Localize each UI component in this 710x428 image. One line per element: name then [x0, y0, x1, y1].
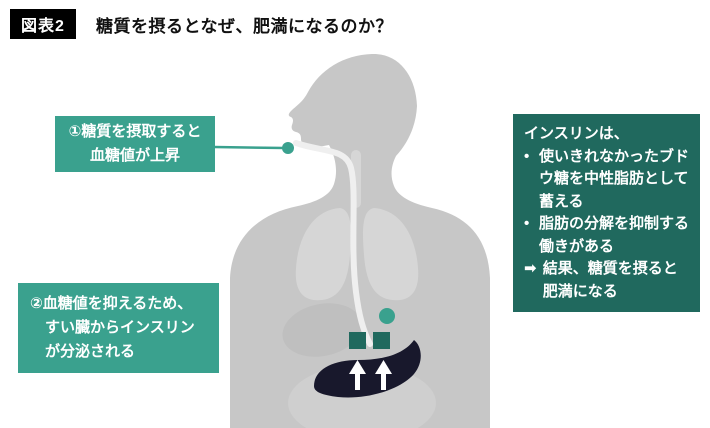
- insulin-box-title: インスリンは、: [524, 125, 629, 142]
- insulin-bullet-2-text: 脂肪の分解を抑制する働きがある: [539, 215, 690, 255]
- callout-step2: ②血糖値を抑えるため、 すい臓からインスリン が分泌される: [18, 283, 219, 373]
- callout-step1: ①糖質を摂取すると 血糖値が上昇: [55, 116, 215, 172]
- callout-step1-line2: 血糖値が上昇: [89, 147, 180, 164]
- insulin-bullet-2: • 脂肪の分解を抑制する働きがある: [524, 213, 689, 258]
- insulin-bullet-1-text: 使いきれなかったブドウ糖を中性脂肪として蓄える: [539, 147, 690, 210]
- esophagus-tube: [293, 140, 373, 347]
- absorption-up-arrows: [349, 360, 392, 390]
- arrow-right-icon: ➡: [524, 260, 537, 277]
- figure-title: 糖質を摂るとなぜ、肥満になるのか？: [96, 17, 393, 36]
- callout1-connector-line: [213, 145, 286, 150]
- insulin-conclusion-text: 結果、糖質を摂ると肥満になる: [542, 260, 678, 300]
- glucose-dot: [379, 308, 395, 324]
- mouth-marker-dot: [282, 142, 294, 154]
- callout-step2-line1: ②血糖値を抑えるため、: [30, 295, 193, 312]
- insulin-info-box: インスリンは、 • 使いきれなかったブドウ糖を中性脂肪として蓄える • 脂肪の分…: [513, 114, 700, 312]
- insulin-square-2: [373, 332, 390, 349]
- insulin-conclusion: ➡ 結果、糖質を摂ると肥満になる: [524, 258, 689, 303]
- callout-step2-line3: が分泌される: [45, 343, 136, 360]
- liver-shape: [282, 303, 362, 357]
- bullet-icon: •: [524, 147, 530, 165]
- bullet-icon: •: [524, 215, 530, 232]
- callout-step2-line2: すい臓からインスリン: [45, 319, 195, 336]
- figure-label: 図表2: [10, 9, 76, 39]
- right-lung-shape: [363, 208, 419, 301]
- callout-step1-line1: ①糖質を摂取すると: [68, 123, 202, 140]
- left-lung-shape: [295, 208, 351, 301]
- stomach-shape: [314, 340, 421, 398]
- insulin-bullet-1: • 使いきれなかったブドウ糖を中性脂肪として蓄える: [524, 146, 689, 214]
- insulin-square-1: [349, 332, 366, 349]
